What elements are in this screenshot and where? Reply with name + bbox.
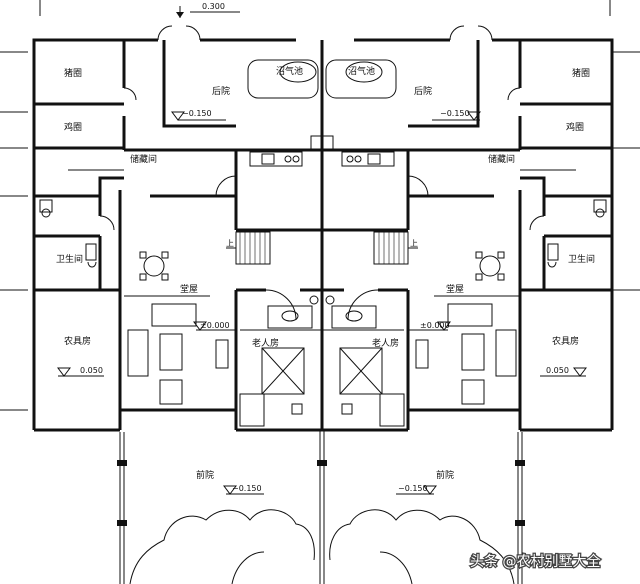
level-tool-right: 0.050 [546, 366, 569, 375]
outer-walls [32, 38, 614, 432]
stair-up-left: 上 [226, 239, 234, 248]
label-front-right: 前院 [436, 469, 454, 481]
stair-up-right: 上 [410, 239, 418, 248]
label-tool-left: 农具房 [64, 335, 91, 347]
left-pens [34, 40, 238, 292]
label-pig-pen-right: 猪圈 [572, 67, 590, 79]
dimension-top: 0.300 [202, 2, 225, 11]
label-backyard-left: 后院 [212, 85, 230, 97]
label-front-left: 前院 [196, 469, 214, 481]
level-backyard-right: −0.150 [440, 109, 470, 118]
label-bathroom-right: 卫生间 [568, 253, 595, 265]
label-biogas-right: 沼气池 [348, 65, 375, 77]
backyard-walls [162, 40, 480, 430]
label-storage-left: 储藏间 [130, 153, 157, 165]
level-tool-left: 0.050 [80, 366, 103, 375]
kitchen-stairs [215, 148, 429, 265]
label-bathroom-left: 卫生间 [56, 253, 83, 265]
biogas-pits [247, 59, 397, 99]
label-hall-left: 堂屋 [180, 283, 198, 295]
back-gates [157, 25, 493, 41]
label-elder-right: 老人房 [372, 337, 399, 349]
label-storage-right: 储藏间 [488, 153, 515, 165]
right-pens [406, 40, 612, 292]
label-elder-left: 老人房 [252, 337, 279, 349]
front-yard [117, 430, 525, 584]
label-pig-pen-left: 猪圈 [64, 67, 82, 79]
elder-rooms [234, 288, 410, 430]
hall-furniture-right [415, 251, 520, 405]
hall-furniture-left [124, 251, 229, 405]
level-front-left: −0.150 [232, 484, 262, 493]
level-front-right: −0.150 [398, 484, 428, 493]
level-hall-left: ±0.000 [200, 321, 230, 330]
level-markers [57, 111, 587, 495]
axis-ticks [0, 51, 640, 411]
label-chicken-right: 鸡圈 [566, 121, 584, 133]
watermark: 头条 @农村别墅大全 [470, 553, 600, 570]
level-hall-right: ±0.000 [420, 321, 450, 330]
label-biogas-left: 沼气池 [276, 65, 303, 77]
label-chicken-left: 鸡圈 [64, 121, 82, 133]
level-backyard-left: −0.150 [182, 109, 212, 118]
label-backyard-right: 后院 [414, 85, 432, 97]
top-dimension [39, 0, 611, 18]
label-hall-right: 堂屋 [446, 283, 464, 295]
label-tool-right: 农具房 [552, 335, 579, 347]
